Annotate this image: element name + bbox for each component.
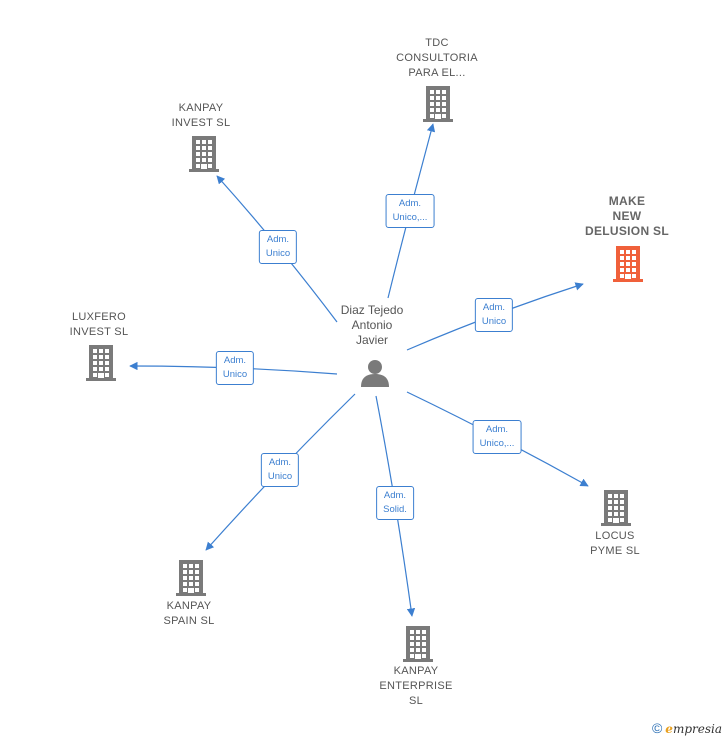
brand-logo: empresia	[665, 722, 722, 736]
building-icon[interactable]	[403, 626, 433, 667]
role-badge-make-new-delusion[interactable]: Adm.Unico	[474, 298, 514, 332]
building-icon[interactable]	[176, 560, 206, 601]
role-badge-kanpay-spain[interactable]: Adm.Unico	[260, 453, 300, 487]
footer-brand: ©empresia	[652, 720, 722, 736]
role-badge-kanpay-invest[interactable]: Adm.Unico	[258, 230, 298, 264]
building-icon[interactable]	[423, 86, 453, 127]
building-icon[interactable]	[189, 136, 219, 177]
role-badge-kanpay-enterprise[interactable]: Adm.Solid.	[376, 486, 414, 520]
building-icon[interactable]	[86, 345, 116, 386]
role-badge-luxfero[interactable]: Adm.Unico	[215, 351, 255, 385]
copyright-symbol: ©	[651, 720, 663, 736]
person-icon	[360, 358, 390, 393]
building-icon[interactable]	[601, 490, 631, 531]
role-badge-locus-pyme[interactable]: Adm.Unico,...	[472, 420, 522, 454]
role-badge-tdc[interactable]: Adm.Unico,...	[385, 194, 435, 228]
building-icon[interactable]	[613, 246, 643, 287]
